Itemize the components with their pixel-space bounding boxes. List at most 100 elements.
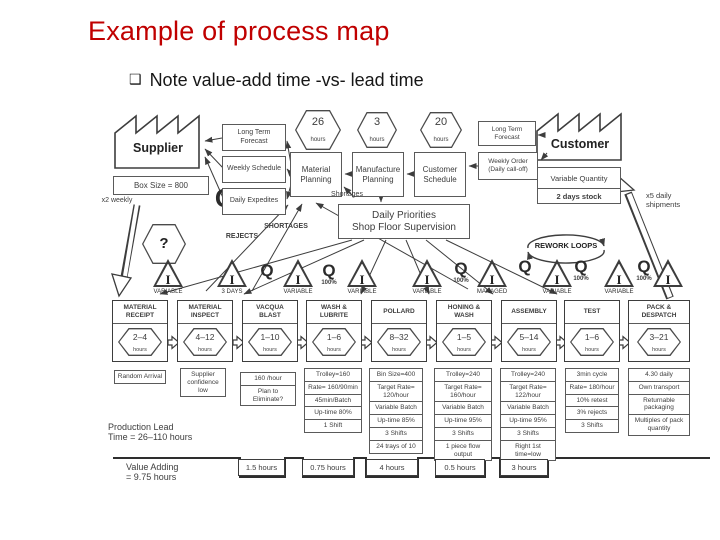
process-box-wash-lubrite: WASH & LUBRITE 1–6 hours <box>306 300 362 362</box>
customer-shipping-label: x5 daily shipments <box>646 191 681 209</box>
value-add-line2: = 9.75 hours <box>126 472 177 483</box>
quality-mark: Q <box>254 262 280 280</box>
hex-value: 26 <box>311 116 325 128</box>
hex-value: 20 <box>434 116 448 128</box>
process-time: 3–21 <box>649 332 669 342</box>
inventory-symbol: I <box>424 272 430 287</box>
shortages-note: Shortages <box>331 191 363 198</box>
planning-hex-20h: 20 hours <box>420 112 462 148</box>
input-long-term-forecast-right: Long Term Forecast <box>478 121 536 146</box>
q-letter: Q <box>574 257 588 276</box>
inventory-triangle: I <box>412 259 442 287</box>
timeline-segment: 3 hours <box>500 459 548 476</box>
hexagon-shape <box>142 224 186 264</box>
inventory-symbol: I <box>489 272 495 287</box>
process-box-vacqua-blast: VACQUA BLAST 1–10 hours <box>242 300 298 362</box>
q-letter: Q <box>322 261 336 280</box>
supervision-line2: Shop Floor Supervision <box>352 221 456 233</box>
value-add-label: Value Adding = 9.75 hours <box>126 462 216 483</box>
process-time: 8–32 <box>389 332 409 342</box>
process-box-material-receipt: MATERIAL RECEIPT 2–4 hours <box>112 300 168 362</box>
customer-schedule-box: Customer Schedule <box>414 152 466 197</box>
input-weekly-order: Weekly Order (Daily call-off) <box>478 152 538 180</box>
quality-mark: Q <box>512 258 538 276</box>
process-name: WASH & LUBRITE <box>307 301 361 324</box>
inventory-triangle: I <box>217 259 247 287</box>
inventory-triangle: I <box>477 259 507 287</box>
lead-time-line1: Production Lead <box>108 422 174 432</box>
process-name: POLLARD <box>372 301 426 324</box>
detail-cell: Rate= 160/90min <box>305 380 361 394</box>
detail-cell: Multiples of pack quantity <box>629 414 689 435</box>
supplier-box-size: Box Size = 800 <box>113 176 209 195</box>
input-daily-expedites: Daily Expedites <box>222 188 286 215</box>
detail-cell: 160 /hour <box>254 375 282 382</box>
rejects-label: REJECTS <box>225 233 259 240</box>
process-box-honing-wash: HONING & WASH 1–5 hours <box>436 300 492 362</box>
q-percent: 100% <box>453 278 469 284</box>
detail-cell: 3 Shifts <box>370 426 422 440</box>
inventory-label: VARIABLE <box>412 289 442 295</box>
rework-loops-label: REWORK LOOPS <box>534 241 598 250</box>
detail-cell: 3 Shifts <box>566 419 618 432</box>
inventory-label: MANAGED <box>476 289 508 295</box>
detail-cell: Variable Batch <box>370 401 422 414</box>
hex-unit: hours <box>310 137 326 143</box>
hex-unit: hours <box>369 137 385 143</box>
bullet-line: ❑ Note value-add time -vs- lead time <box>129 70 424 91</box>
supplier-shipping-label: x2 weekly <box>101 197 133 204</box>
process-time: 1–6 <box>326 332 342 342</box>
detail-cell: 1 piece flow output <box>435 439 491 461</box>
timeline-segment: 4 hours <box>366 459 418 476</box>
process-name: MATERIAL RECEIPT <box>113 301 167 324</box>
process-time: 1–5 <box>456 332 472 342</box>
question-mark: ? <box>159 235 169 252</box>
detail-cell: Trolley=160 <box>316 371 350 378</box>
process-time-unit: hours <box>133 347 147 353</box>
process-time-unit: hours <box>652 347 666 353</box>
inventory-triangle: I <box>347 259 377 287</box>
supervision-line1: Daily Priorities <box>372 209 436 221</box>
process-time: 2–4 <box>132 332 148 342</box>
value-add-line1: Value Adding <box>126 462 179 472</box>
detail-cell: 3 Shifts <box>435 426 491 440</box>
q-letter: Q <box>454 259 468 278</box>
process-time-unit: hours <box>392 347 406 353</box>
detail-cell: 3 Shifts <box>501 426 555 440</box>
detail-cell: Variable Batch <box>501 401 555 414</box>
process-time: 5–14 <box>519 332 539 342</box>
q-percent: 100% <box>573 276 589 282</box>
q-percent: 100% <box>321 280 337 286</box>
planning-hex-3h: 3 hours <box>357 112 397 148</box>
detail-cell: Supplier confidence low <box>187 371 219 394</box>
process-name: PACK & DESPATCH <box>629 301 689 324</box>
inventory-triangle: I <box>604 259 634 287</box>
process-time-unit: hours <box>585 347 599 353</box>
supplier-factory-icon <box>114 114 200 169</box>
customer-factory-icon <box>536 112 622 161</box>
rework-loop-arrows <box>527 234 605 264</box>
customer-stock-days: 2 days stock <box>538 188 620 203</box>
detail-cell: 4.30 daily <box>645 371 673 378</box>
inventory-label: VARIABLE <box>283 289 313 295</box>
q-letter: Q <box>260 261 274 280</box>
process-time: 1–6 <box>584 332 600 342</box>
inventory-label: 3 DAYS <box>221 289 243 295</box>
inventory-label: VARIABLE <box>604 289 634 295</box>
supplier-shipment-arrow <box>111 203 141 298</box>
inventory-label: VARIABLE <box>542 289 572 295</box>
detail-cell: Bin Size=400 <box>376 371 416 378</box>
process-name: TEST <box>565 301 619 324</box>
inventory-symbol: I <box>359 272 365 287</box>
process-box-test: TEST 1–6 hours <box>564 300 620 362</box>
detail-cell: 3min cycle <box>576 371 608 378</box>
inventory-triangle: I <box>153 259 183 287</box>
input-weekly-schedule: Weekly Schedule <box>222 156 286 183</box>
